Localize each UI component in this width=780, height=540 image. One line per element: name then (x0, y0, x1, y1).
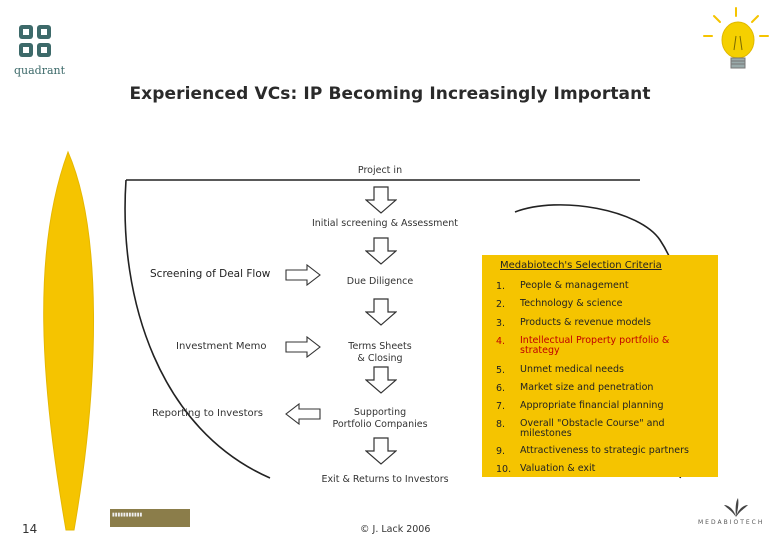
flow-due-diligence: Due Diligence (346, 276, 414, 287)
flow-initial-screening: Initial screening & Assessment (311, 218, 458, 229)
flow-supporting: Supporting Portfolio Companies (332, 407, 428, 430)
sponsor-logo-mark: ▮▮▮▮▮▮▮▮▮▮▮ (112, 512, 143, 518)
arrow-down-icon (365, 298, 397, 326)
side-label-reporting: Reporting to Investors (152, 408, 263, 419)
arrow-down-icon (365, 437, 397, 465)
arrow-right-icon (285, 264, 321, 286)
flow-project-in: Project in (357, 165, 403, 176)
selection-criteria-box: Medabiotech's Selection Criteria 1.Peopl… (482, 255, 718, 477)
arrow-right-icon (285, 336, 321, 358)
sponsor-logo: ▮▮▮▮▮▮▮▮▮▮▮ (110, 509, 190, 527)
logo-wordmark: quadrant (14, 64, 66, 77)
arrow-down-icon (365, 186, 397, 214)
copyright-text: © J. Lack 2006 (360, 524, 431, 535)
arrow-down-icon (365, 366, 397, 394)
arrow-left-icon (285, 403, 321, 425)
page-title: Experienced VCs: IP Becoming Increasingl… (129, 84, 651, 104)
leaf-shape (43, 150, 94, 531)
lightbulb-icon (703, 7, 769, 69)
flow-exit: Exit & Returns to Investors (321, 474, 449, 485)
medabiotech-plant-icon (724, 498, 748, 517)
flow-term-sheets: Terms Sheets & Closing (348, 341, 412, 364)
medabiotech-logo: MEDABIOTECH (698, 519, 765, 526)
criteria-title: Medabiotech's Selection Criteria (500, 260, 662, 271)
quadrant-grid-logo-icon (19, 25, 51, 57)
side-label-screening: Screening of Deal Flow (150, 268, 271, 280)
arrow-down-icon (365, 237, 397, 265)
page-number: 14 (22, 522, 38, 536)
side-label-memo: Investment Memo (176, 341, 267, 352)
